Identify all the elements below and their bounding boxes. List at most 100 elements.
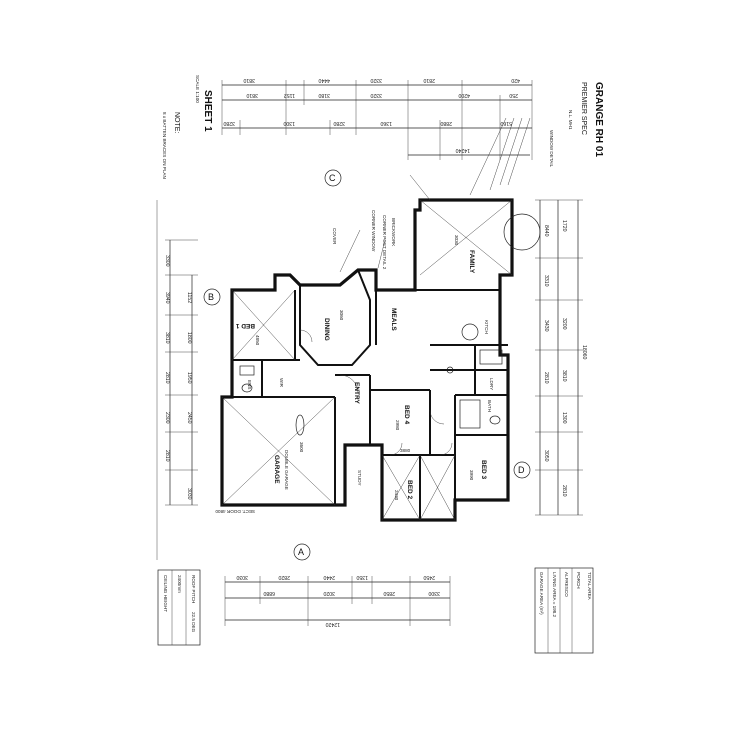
titleblock-line-3: ROOF PITCH xyxy=(191,575,196,603)
room-study: STUDY xyxy=(357,470,362,486)
dim-top2-5: 4200 xyxy=(458,92,470,98)
room-dim-8: 3060 xyxy=(339,310,344,321)
room-kitch: KITCH xyxy=(484,320,489,334)
garage-door-label: SECT. DOOR 4800 xyxy=(215,509,255,514)
dim-right2-2: 3200 xyxy=(561,318,567,330)
dim-left2-4: 2450 xyxy=(186,412,192,424)
dim-left2-1: 1152 xyxy=(186,292,192,303)
room-dim-1: 4850 xyxy=(255,335,260,346)
room-dim-6: 2430 xyxy=(394,490,399,501)
outer-wall xyxy=(220,198,514,522)
dim-right2-5: 2810 xyxy=(561,485,567,497)
dim-top-4: 2810 xyxy=(423,77,435,83)
room-wir: WIR xyxy=(279,378,284,388)
dim-left-5: 2300 xyxy=(164,412,170,424)
drawing-name: GRANGE RH 01 xyxy=(593,82,604,157)
area-line-4: PORCH xyxy=(576,572,581,589)
spec-name: PREMIER SPEC xyxy=(580,82,587,135)
dim-top3-4: 1360 xyxy=(380,120,392,126)
room-dim-7: 3030 xyxy=(454,235,459,246)
room-dim-5: 3880 xyxy=(400,448,411,453)
room-dim-3: 2980 xyxy=(395,420,400,431)
dim-top-3: 3320 xyxy=(370,77,382,83)
dim-top-total: 14240 xyxy=(455,147,470,153)
sheet-title: SHEET 1 xyxy=(202,90,213,132)
dim-top3-2: 1300 xyxy=(283,120,295,126)
dim-right-5: 3050 xyxy=(543,450,549,462)
room-bed1: BED 1 xyxy=(235,322,255,329)
dim-top2-3: 3180 xyxy=(318,92,330,98)
dim-left-2: 3940 xyxy=(164,292,170,304)
dim-right2-1: 1720 xyxy=(561,220,567,232)
bottom-dimension-strings: 3030 2820 2440 1350 2450 6880 3020 2850 … xyxy=(224,574,451,627)
dim-left2-2: 1800 xyxy=(186,332,192,344)
sheet-ref: N.L. MH1 xyxy=(568,110,573,130)
grid-markers: B C A D xyxy=(203,169,531,561)
title-area: GRANGE RH 01 PREMIER SPEC N.L. MH1 WINDO… xyxy=(469,82,604,196)
grid-marker-d: D xyxy=(518,465,525,475)
grid-marker-b: B xyxy=(208,292,214,302)
room-bed4: BED 4 xyxy=(403,405,410,425)
dim-top2-4: 3320 xyxy=(370,92,382,98)
dim-top2-1: 3810 xyxy=(246,92,258,98)
room-double-garage: DOUBLE GARAGE xyxy=(284,450,289,490)
dim-top-5: 420 xyxy=(511,77,520,83)
dim-bottom-5: 2450 xyxy=(423,574,435,580)
floor-plan: BED 1 WIR ENS DINING MEALS FAMILY KITCH … xyxy=(215,174,541,522)
dim-left-1: 3300 xyxy=(164,255,170,267)
titleblock-box: CEILING HEIGHT 2400mm ROOF PITCH 22.5 DE… xyxy=(157,569,201,646)
note-heading: NOTE: xyxy=(173,112,180,133)
grid-marker-a: A xyxy=(298,547,304,557)
dim-right-total: 18060 xyxy=(581,345,587,360)
room-bed2: BED 2 xyxy=(406,480,413,500)
dim-top3-3: 3280 xyxy=(333,120,345,126)
note-corner-window: CORNER WINDOW xyxy=(371,210,376,252)
dim-bottom2-3: 2850 xyxy=(383,590,395,596)
left-dimension-strings: 3300 3940 3810 2810 2300 2810 1152 1800 … xyxy=(164,239,198,506)
dim-bottom-total: 12420 xyxy=(325,621,340,627)
dim-bottom-1: 3030 xyxy=(236,574,248,580)
dim-left-4: 2810 xyxy=(164,372,170,384)
room-ens: ENS xyxy=(247,380,252,389)
dim-right2-4: 1300 xyxy=(561,412,567,424)
dim-right-2: 3310 xyxy=(543,275,549,287)
dim-bottom2-1: 6880 xyxy=(263,590,275,596)
dim-bottom2-4: 3300 xyxy=(428,590,440,596)
area-line-3: ALFRESCO xyxy=(564,572,569,597)
dim-top-1: 3810 xyxy=(243,77,255,83)
dim-left2-5: 3030 xyxy=(186,488,192,500)
dim-top3-6: 5160 xyxy=(500,120,512,126)
note-brickwork: BRICKWORK xyxy=(391,218,396,247)
dim-top2-2: 1152 xyxy=(284,92,295,98)
dim-left-3: 3810 xyxy=(164,332,170,344)
room-dining: DINING xyxy=(323,318,330,341)
titleblock-line-2: 2400mm xyxy=(177,575,182,593)
titleblock-line-4: 22.5 DEG xyxy=(191,612,196,633)
room-dim-4: 3990 xyxy=(469,470,474,481)
room-dim-2: 3600 xyxy=(299,442,304,453)
area-line-5: TOTAL AREA xyxy=(587,572,592,601)
area-line-2: LIVING AREA = 198.2 xyxy=(552,572,557,618)
dim-top3-5: 2880 xyxy=(440,120,452,126)
room-entry: ENTRY xyxy=(353,382,360,404)
room-family: FAMILY xyxy=(468,250,475,274)
dim-right-4: 2810 xyxy=(543,372,549,384)
dim-right2-3: 3810 xyxy=(561,370,567,382)
top-dimension-strings: 3810 4440 3320 2810 420 3810 1152 3180 3… xyxy=(221,77,533,160)
dim-left-6: 2810 xyxy=(164,450,170,462)
room-bed3: BED 3 xyxy=(480,460,487,480)
dim-top3-1: 3280 xyxy=(223,120,235,126)
dim-bottom-4: 1350 xyxy=(356,574,368,580)
room-meals: MEALS xyxy=(390,308,397,331)
note-body: 8 x BATTEN BRACES ON PLAN xyxy=(162,112,167,179)
dim-bottom-3: 2440 xyxy=(323,574,335,580)
dim-right-1: 8440 xyxy=(543,225,549,237)
area-line-1: GARAGE AREA (m²) xyxy=(539,572,544,615)
dim-left2-3: 1950 xyxy=(186,372,192,384)
area-box: GARAGE AREA (m²) LIVING AREA = 198.2 ALF… xyxy=(534,567,594,654)
right-dimension-strings: 8440 3310 3430 2810 3050 1720 3200 3810 … xyxy=(535,199,587,516)
grid-marker-c: C xyxy=(329,173,336,183)
sheet-note: SHEET 1 SCALE 1:100 NOTE: 8 x BATTEN BRA… xyxy=(162,75,213,179)
sheet-scale: SCALE 1:100 xyxy=(195,75,200,103)
